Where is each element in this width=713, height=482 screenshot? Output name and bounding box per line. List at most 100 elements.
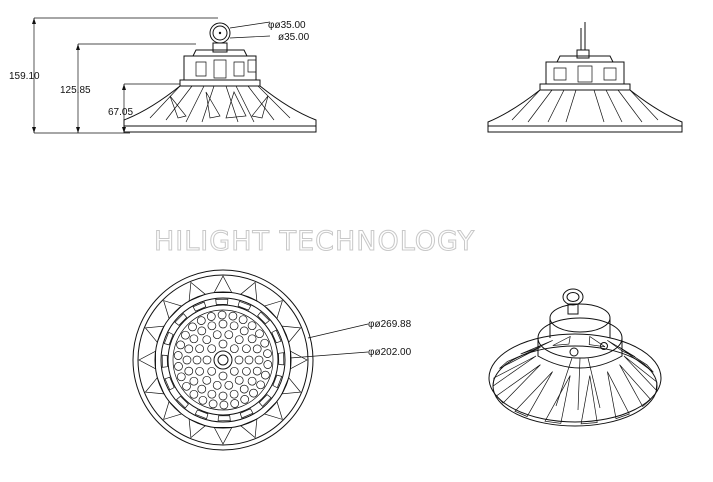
- led-lens: [219, 400, 229, 410]
- led-lens: [238, 315, 248, 325]
- led-lens: [207, 389, 217, 399]
- led-lens: [218, 371, 228, 381]
- led-lens: [192, 355, 202, 365]
- vent-slot: [215, 298, 229, 305]
- isometric-view: [488, 288, 662, 427]
- led-lens: [240, 395, 250, 404]
- led-lens: [244, 355, 254, 365]
- vent-slot: [272, 374, 283, 389]
- led-lens: [173, 351, 183, 360]
- vent-slot: [217, 415, 231, 422]
- vent-slot: [164, 376, 175, 391]
- led-lens: [254, 355, 264, 365]
- fin-spoke: [213, 275, 233, 293]
- hook-outer-diameter-label: φø35.00: [268, 20, 306, 31]
- iso-fin: [588, 335, 606, 348]
- iso-fin: [520, 340, 553, 355]
- fin-spoke: [290, 350, 308, 370]
- fin-height-label: 67.05: [108, 107, 133, 118]
- bottom-view-fins: [138, 275, 308, 445]
- led-lens: [182, 381, 191, 391]
- led-lens: [256, 380, 265, 390]
- led-lens: [182, 355, 192, 365]
- vent-slot: [163, 331, 174, 346]
- side-heatsink-fins: [487, 89, 683, 133]
- fin-spoke: [213, 427, 233, 445]
- fin-spoke: [263, 400, 283, 420]
- fin-spoke: [240, 281, 258, 302]
- led-lens: [208, 399, 218, 409]
- led-lens: [188, 322, 197, 332]
- led-lens: [218, 391, 228, 401]
- led-lens: [261, 370, 270, 380]
- led-lens: [197, 326, 207, 336]
- led-lens: [207, 366, 217, 376]
- iso-fin: [619, 364, 652, 408]
- led-lens: [202, 355, 212, 365]
- fin-spoke: [163, 400, 183, 420]
- vent-slot: [161, 354, 168, 368]
- led-lens: [229, 344, 239, 354]
- led-lens: [217, 310, 227, 320]
- hook-ring: [209, 21, 271, 44]
- driver-housing: [179, 42, 261, 87]
- led-lens: [260, 338, 270, 348]
- led-lens: [198, 395, 208, 405]
- led-lens: [229, 366, 239, 376]
- led-lens: [247, 334, 257, 344]
- iso-fin: [607, 371, 630, 420]
- led-lens: [207, 344, 217, 354]
- led-lens: [247, 376, 257, 386]
- fin-spoke: [281, 325, 302, 343]
- led-lens: [255, 329, 264, 339]
- fin-spoke: [263, 300, 283, 320]
- vent-slot: [176, 395, 189, 409]
- height-dimension-lines: [32, 17, 218, 134]
- fin-spoke: [138, 350, 156, 370]
- led-lens: [197, 384, 207, 394]
- vent-slot: [258, 394, 272, 407]
- vent-slot: [194, 409, 209, 420]
- led-lens: [263, 360, 273, 369]
- iso-fin: [492, 355, 537, 387]
- side-driver-housing: [539, 55, 631, 91]
- led-lens: [195, 366, 204, 376]
- led-lens: [212, 330, 222, 340]
- led-lens: [229, 389, 239, 399]
- bottom-view: φø269.88 φø202.00: [132, 269, 412, 451]
- iso-fin: [499, 346, 541, 369]
- led-lens: [224, 330, 234, 340]
- led-lens: [202, 375, 212, 385]
- hook-inner-diameter-label: ø35.00: [278, 32, 310, 43]
- fin-spoke: [144, 325, 165, 343]
- iso-fins: [492, 335, 658, 425]
- led-lens: [189, 389, 199, 399]
- led-lens: [239, 326, 249, 336]
- iso-fin: [580, 375, 598, 425]
- led-lens: [196, 316, 206, 325]
- led-lens: [224, 380, 234, 390]
- outer-diameter-label: φø269.88: [368, 319, 412, 330]
- led-lens: [228, 311, 238, 321]
- vent-slot: [239, 408, 254, 419]
- vent-slot: [192, 301, 207, 312]
- led-lens: [207, 321, 217, 331]
- led-lens: [202, 335, 212, 345]
- led-lens: [234, 375, 244, 385]
- led-lens: [234, 335, 244, 345]
- led-lens: [218, 319, 228, 329]
- led-lens: [184, 344, 194, 354]
- led-lens: [174, 362, 183, 371]
- fin-spoke: [144, 377, 165, 395]
- iso-fin: [619, 347, 654, 373]
- led-lens: [189, 334, 199, 344]
- led-array: [173, 310, 273, 410]
- iso-hook: [562, 288, 584, 315]
- vent-slot: [174, 313, 188, 326]
- led-lens: [252, 366, 262, 376]
- led-lens: [181, 330, 190, 340]
- led-lens: [230, 399, 240, 408]
- fin-spoke: [240, 418, 258, 439]
- total-height-label: 159.10: [9, 71, 40, 82]
- led-lens: [234, 355, 244, 365]
